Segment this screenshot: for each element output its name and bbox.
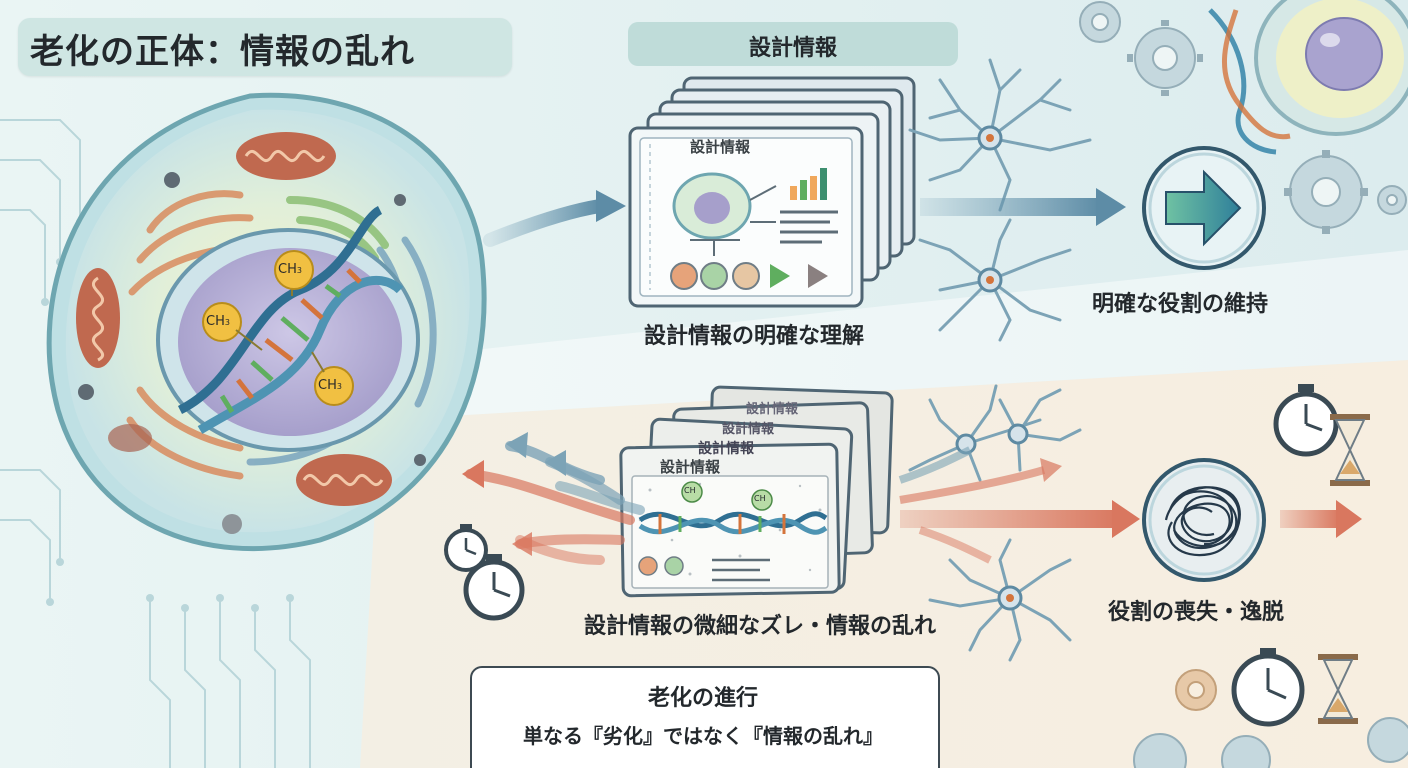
messy-card-label-1: 設計情報: [660, 458, 721, 476]
stack-card-label: 設計情報: [690, 138, 751, 156]
gear-icon-bottom: [1175, 669, 1217, 711]
small-ch-a: CH: [684, 486, 696, 495]
title-box: [18, 18, 512, 76]
cell-icon-corner: [1254, 0, 1408, 136]
methyl-label-left: CH3: [206, 314, 230, 329]
caption-subtle-shift: 設計情報の微細なズレ・情報の乱れ: [584, 614, 937, 639]
stopwatch-icon: [444, 524, 525, 621]
messy-info-stack: [619, 385, 894, 598]
dna-icon-corner: [1208, 8, 1291, 155]
dna-icon: [177, 205, 404, 434]
hourglass-icon: [1231, 384, 1370, 727]
neuron-icon-bottom: [908, 384, 1082, 662]
header-box: [628, 22, 958, 66]
methyl-label-right: CH3: [318, 378, 342, 393]
caption-clear-understanding: 設計情報の明確な理解: [644, 324, 865, 349]
divider-band: [380, 250, 1408, 420]
arrow-to-clear-info: [483, 199, 607, 247]
aging-progress-label: 老化の進行: [647, 686, 758, 711]
clear-info-stack: [628, 76, 916, 308]
gear-icon: [1079, 1, 1407, 229]
messy-card-label-2: 設計情報: [698, 441, 754, 457]
methyl-label-top: CH3: [278, 262, 302, 277]
methyl-marker-right: [314, 366, 354, 406]
caption-role-maintained: 明確な役割の維持: [1092, 292, 1269, 317]
messy-card-label-3: 設計情報: [722, 422, 775, 437]
summary-text: 単なる『劣化』ではなく『情報の乱れ』: [523, 724, 883, 748]
caption-role-lost: 役割の喪失・逸脱: [1108, 600, 1285, 625]
tangle-icon: [1142, 458, 1266, 582]
summary-box: [470, 666, 940, 768]
small-ch-b: CH: [754, 494, 766, 503]
arrow-to-role-loss: [900, 510, 1120, 528]
page-title: 老化の正体：情報の乱れ: [30, 32, 415, 72]
design-info-header: 設計情報: [748, 36, 837, 61]
messy-card-label-4: 設計情報: [746, 402, 799, 417]
methyl-marker-top: [274, 250, 314, 290]
neuron-icon-top: [908, 58, 1092, 342]
arrow-to-role: [920, 198, 1100, 216]
circuit-traces: [0, 119, 311, 768]
methyl-marker-left: [202, 302, 242, 342]
right-arrow-icon: [1142, 146, 1266, 270]
